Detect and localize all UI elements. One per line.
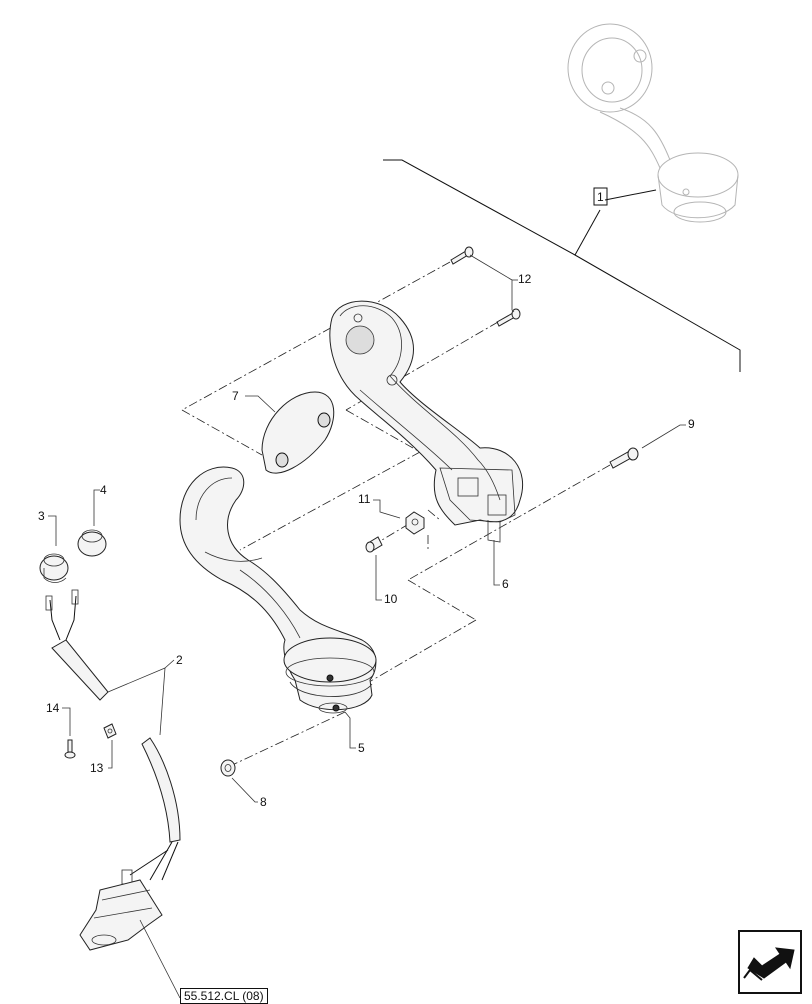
screw-14 [64, 739, 76, 759]
callout-4: 4 [100, 483, 107, 497]
assembled-handle-ghost [567, 23, 739, 223]
push-button-4 [77, 529, 107, 557]
callout-5: 5 [358, 741, 365, 755]
callout-1: 1 [597, 190, 604, 204]
next-page-arrow-icon [743, 947, 795, 981]
callout-8: 8 [260, 795, 267, 809]
callout-10: 10 [384, 592, 398, 606]
square-nut-11 [405, 511, 425, 535]
reference-label[interactable]: 55.512.CL (08) [180, 988, 268, 1004]
callout-3: 3 [38, 509, 45, 523]
callout-11: 11 [358, 492, 371, 506]
callout-13: 13 [90, 761, 104, 775]
next-page-arrow-button[interactable] [738, 930, 802, 994]
callout-9: 9 [688, 417, 695, 431]
screw-9 [609, 447, 639, 469]
reference-text: 55.512.CL (08) [184, 989, 264, 1003]
assembly-centerlines [181, 261, 611, 769]
callout-12: 12 [518, 272, 532, 286]
washer-8 [220, 759, 236, 777]
handle-outer-half-5 [179, 466, 377, 714]
callout-2: 2 [176, 653, 183, 667]
callout-14: 14 [46, 701, 60, 715]
callout-1-bracket: 1 [383, 159, 741, 372]
screw-13 [103, 723, 117, 739]
callout-6: 6 [502, 577, 509, 591]
screw-12-lower [496, 308, 521, 327]
wiring-harness-2 [45, 589, 181, 951]
spacer-10 [365, 536, 383, 553]
screw-12-upper [450, 246, 474, 265]
handle-inner-half-6 [329, 300, 524, 543]
callout-7: 7 [232, 389, 239, 403]
push-button-3 [39, 553, 69, 583]
cover-plate-7 [261, 391, 335, 474]
